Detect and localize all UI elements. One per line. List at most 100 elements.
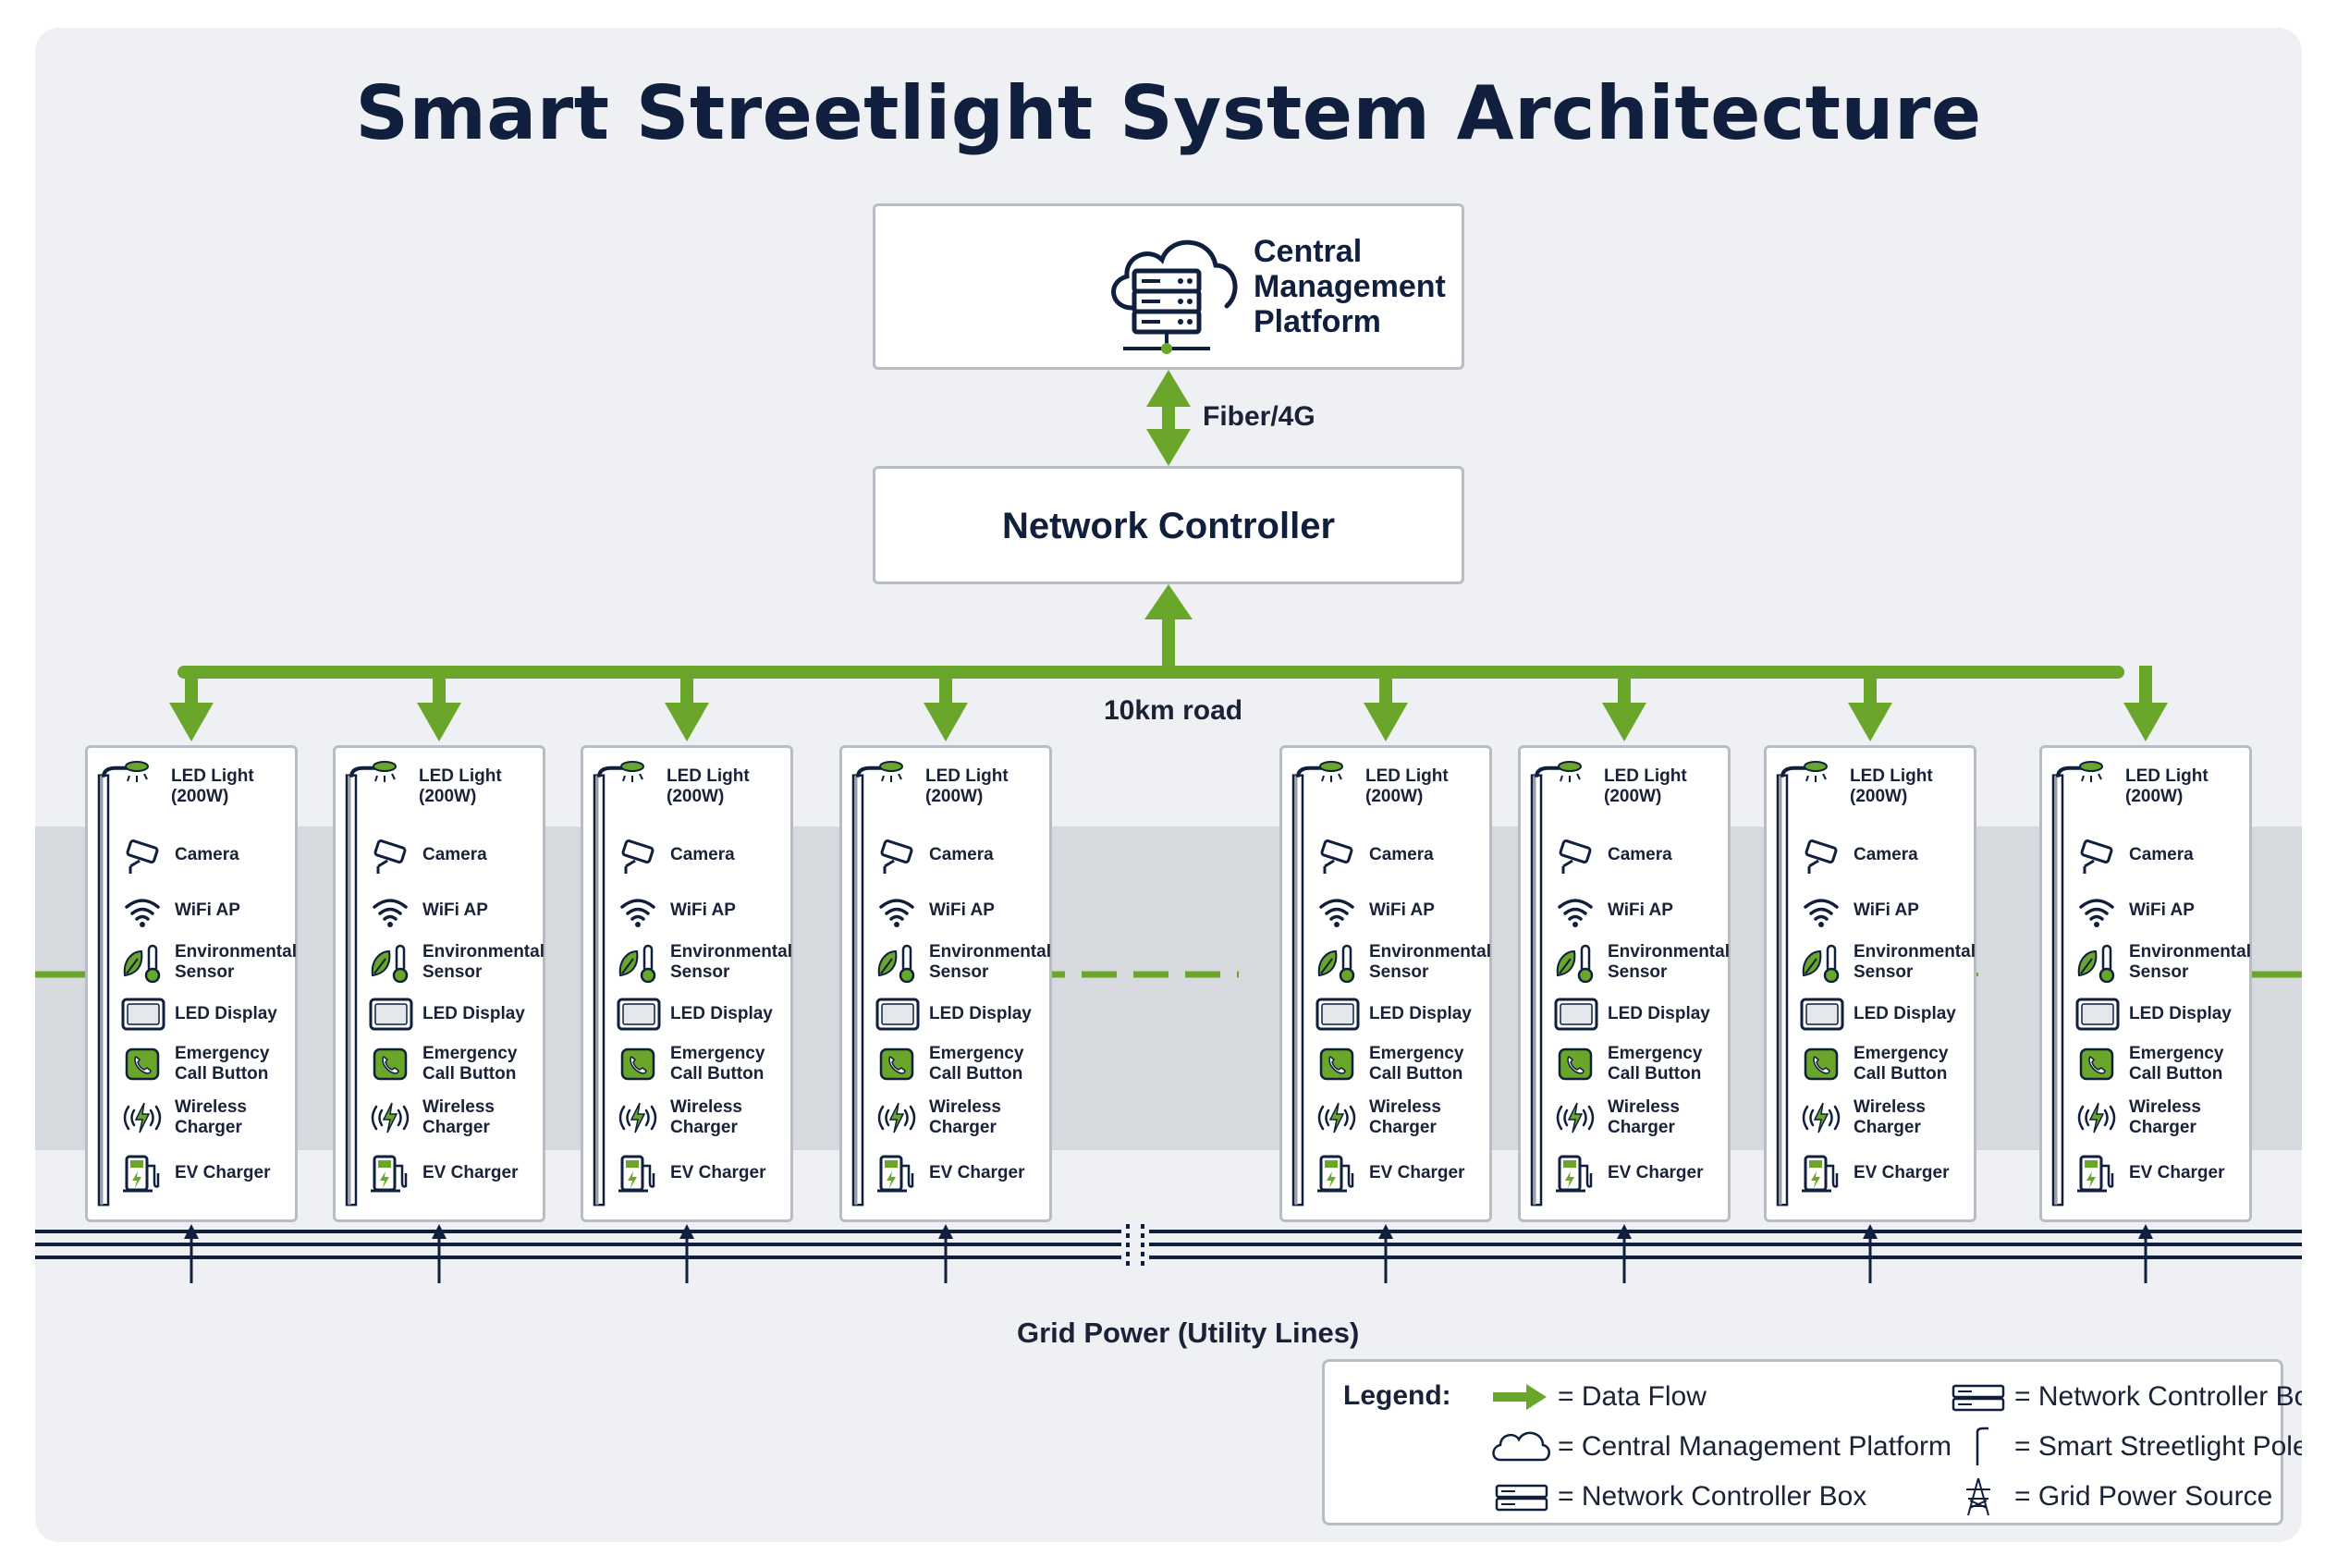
power-feed-arrowhead <box>938 1224 953 1239</box>
data-flow-arrow-icon <box>1493 1384 1547 1410</box>
pole-component: Emergency Call Button <box>864 1040 1049 1088</box>
pole-component-label: Camera <box>175 845 239 864</box>
wireless-charger-icon <box>618 1102 657 1133</box>
pole-component: Environmental Sensor <box>606 938 792 986</box>
pole-component-label: Camera <box>2129 845 2194 864</box>
pole-component: LED Light (200W) <box>879 761 1083 811</box>
pole-component-label: Wireless Charger <box>929 1097 1001 1137</box>
environmental-sensor-icon <box>371 944 409 983</box>
legend-item-network-box: = Network Controller Box <box>1489 1476 1866 1517</box>
pole-component: Wireless Charger <box>110 1094 295 1142</box>
pole-component: Emergency Call Button <box>606 1040 790 1088</box>
pole-component: Wireless Charger <box>1304 1094 1489 1142</box>
pole-component-label: EV Charger <box>175 1163 271 1182</box>
pole-component: EV Charger <box>1304 1149 1489 1197</box>
legend-item-grid: = Grid Power Source <box>1946 1476 2272 1517</box>
pole-component: EV Charger <box>1543 1149 1728 1197</box>
power-tower-icon <box>1966 1477 1990 1516</box>
pole-component-label: EV Charger <box>1608 1163 1704 1182</box>
power-feed-arrowhead <box>679 1224 694 1239</box>
pole-component: Emergency Call Button <box>358 1040 543 1088</box>
wifi-icon <box>620 899 655 927</box>
pole-component-label: LED Light (200W) <box>1365 766 1449 806</box>
pole-component: Camera <box>110 831 295 879</box>
pole-component: WiFi AP <box>1304 887 1489 935</box>
camera-icon <box>2080 839 2113 874</box>
wifi-icon <box>373 899 408 927</box>
ev-charger-icon <box>1317 1155 1354 1193</box>
pole-component-label: Environmental Sensor <box>1369 942 1491 982</box>
pole-component-label: Wireless Charger <box>1854 1097 1926 1137</box>
pole-component-label: EV Charger <box>2129 1163 2225 1182</box>
pole-component: LED Display <box>1789 990 1974 1038</box>
power-feed-arrowhead <box>184 1224 199 1239</box>
pole-component: EV Charger <box>606 1149 790 1197</box>
pole-component: LED Display <box>358 990 543 1038</box>
wireless-charger-icon <box>123 1102 162 1133</box>
wifi-icon <box>125 899 160 927</box>
ev-charger-icon <box>877 1155 914 1193</box>
pole-component: Environmental Sensor <box>1789 938 1976 986</box>
pole-component-label: WiFi AP <box>175 900 240 920</box>
pole-component-label: LED Light (200W) <box>419 766 502 806</box>
pole-component-label: LED Light (200W) <box>925 766 1009 806</box>
pole-component: LED Display <box>1543 990 1728 1038</box>
pole-component-label: LED Light (200W) <box>1604 766 1687 806</box>
pole-component: WiFi AP <box>2064 887 2249 935</box>
legend-text: = Data Flow <box>1558 1381 1707 1412</box>
legend-text: = Network Controller Box <box>2014 1381 2302 1412</box>
wifi-icon <box>1558 899 1593 927</box>
data-flow-arrowhead <box>665 703 709 741</box>
pole-component: WiFi AP <box>1789 887 1974 935</box>
led-display-icon <box>369 998 413 1031</box>
led-light-icon <box>620 761 644 782</box>
pole-component-label: LED Display <box>1854 1004 1956 1023</box>
pole-component: Emergency Call Button <box>1789 1040 1974 1088</box>
led-display-icon <box>875 998 920 1031</box>
pole-mast <box>593 766 624 1207</box>
pole-mast <box>345 766 376 1207</box>
power-feed-arrowhead <box>1378 1224 1393 1239</box>
led-light-icon <box>373 761 397 782</box>
pole-mast <box>97 766 128 1207</box>
led-light-icon <box>1558 761 1582 782</box>
pole-component: Camera <box>1543 831 1728 879</box>
pole-component: LED Light (200W) <box>1558 761 1761 811</box>
camera-icon <box>1805 839 1838 874</box>
led-light-icon <box>879 761 903 782</box>
pole-component: Environmental Sensor <box>2064 938 2251 986</box>
pole-component-label: Emergency Call Button <box>1854 1044 1949 1084</box>
pole-component-label: Camera <box>1608 845 1672 864</box>
emergency-call-icon <box>125 1047 160 1081</box>
pole-component-label: Environmental Sensor <box>2129 942 2251 982</box>
pole-component-label: WiFi AP <box>1369 900 1435 920</box>
pole-component: Emergency Call Button <box>1304 1040 1489 1088</box>
ev-charger-icon <box>2077 1155 2114 1193</box>
central-platform-label: Central Management Platform <box>1254 234 1446 339</box>
pole-component: Camera <box>2064 831 2249 879</box>
pole-component-label: Camera <box>422 845 487 864</box>
data-flow-drops <box>169 666 2168 741</box>
pole-component-label: LED Light (200W) <box>1850 766 1933 806</box>
uplink-arrow <box>1146 370 1191 466</box>
wifi-icon <box>879 899 914 927</box>
pole-component: Environmental Sensor <box>1543 938 1730 986</box>
environmental-sensor-icon <box>618 944 656 983</box>
environmental-sensor-icon <box>877 944 915 983</box>
pole-component-label: Emergency Call Button <box>175 1044 270 1084</box>
data-flow-drop <box>1618 666 1631 706</box>
pole-component-label: LED Display <box>670 1004 773 1023</box>
wireless-charger-icon <box>371 1102 410 1133</box>
pole-component: EV Charger <box>1789 1149 1974 1197</box>
data-flow-drop <box>433 666 446 706</box>
emergency-call-icon <box>1804 1047 1839 1081</box>
environmental-sensor-icon <box>2077 944 2115 983</box>
pole-component-label: Emergency Call Button <box>1608 1044 1703 1084</box>
pole-component: LED Light (200W) <box>620 761 824 811</box>
pole-mast <box>851 766 883 1207</box>
wireless-charger-icon <box>2077 1102 2116 1133</box>
camera-icon <box>1320 839 1353 874</box>
ev-charger-icon <box>123 1155 160 1193</box>
